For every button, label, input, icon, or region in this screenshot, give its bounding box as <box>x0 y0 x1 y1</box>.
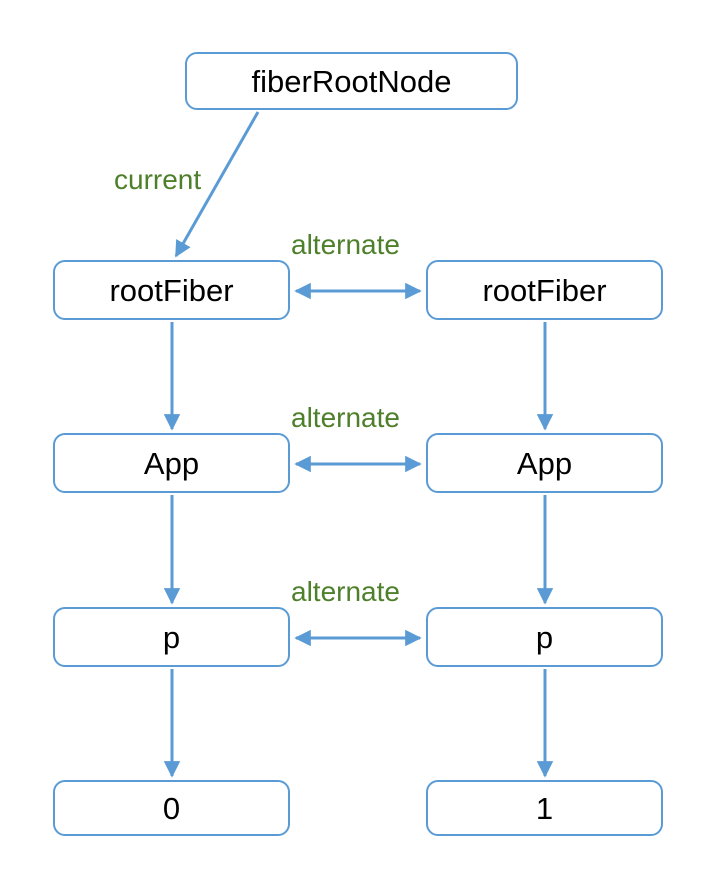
node-root-fiber-workinprogress[interactable]: rootFiber <box>426 260 663 320</box>
node-label: App <box>143 445 200 481</box>
node-p-current[interactable]: p <box>53 607 290 667</box>
node-label: 0 <box>162 790 181 826</box>
node-fiber-root-node[interactable]: fiberRootNode <box>185 52 518 110</box>
edge-label-alternate-app: alternate <box>291 402 400 433</box>
node-app-current[interactable]: App <box>53 433 290 493</box>
edge-label-alternate-p: alternate <box>291 576 400 607</box>
node-text-one[interactable]: 1 <box>426 780 663 836</box>
edge-current-arrow <box>174 111 260 258</box>
node-app-workinprogress[interactable]: App <box>426 433 663 493</box>
node-label: p <box>162 619 181 655</box>
node-root-fiber-current[interactable]: rootFiber <box>53 260 290 320</box>
node-label: rootFiber <box>109 272 234 308</box>
edge-label-current: current <box>114 164 202 195</box>
edge-label-alternate-rootfiber: alternate <box>291 229 400 260</box>
node-label: fiberRootNode <box>251 63 452 99</box>
node-label: rootFiber <box>482 272 607 308</box>
node-label: p <box>535 619 554 655</box>
node-label: App <box>516 445 573 481</box>
node-label: 1 <box>535 790 554 826</box>
node-text-zero[interactable]: 0 <box>53 780 290 836</box>
node-p-workinprogress[interactable]: p <box>426 607 663 667</box>
